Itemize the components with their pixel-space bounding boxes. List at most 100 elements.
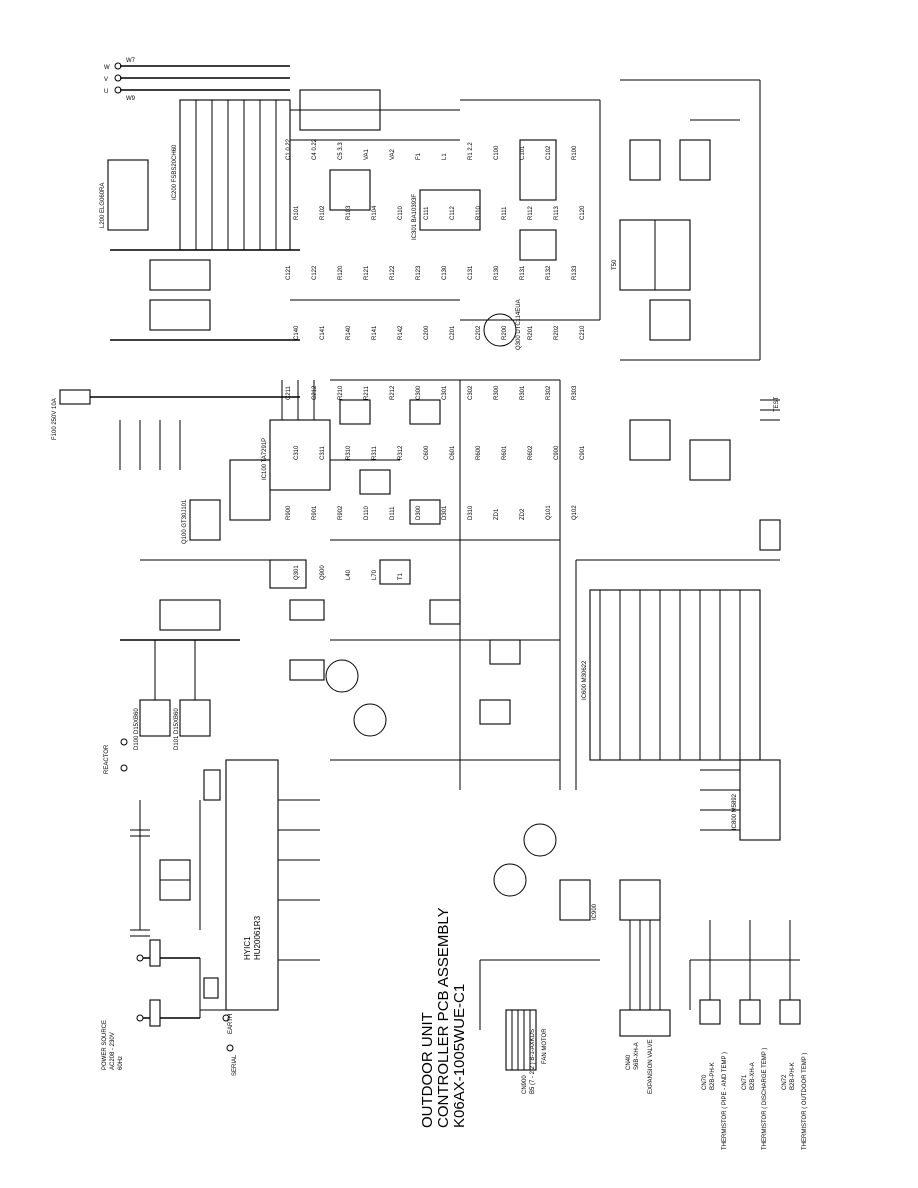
hyic-block: HYIC1 HU20061R3 — [200, 759, 320, 1011]
part-ref-label: C211 — [286, 385, 292, 400]
part-ref-label: R120 — [338, 265, 344, 280]
terminal-serial — [226, 1044, 234, 1052]
power-freq-label: 60Hz — [118, 1056, 124, 1070]
transistor-q901 — [493, 863, 527, 897]
part-ref-label: VA1 — [364, 148, 370, 160]
part-ref-label: VA2 — [390, 148, 396, 160]
opamp-u3a — [379, 559, 411, 585]
transistor-q103 — [353, 703, 387, 737]
part-ref-label: D300 — [416, 505, 422, 520]
part-ref-label: R1 2.2 — [468, 142, 474, 160]
part-ref-label: Q900 — [320, 565, 326, 580]
part-ref-label: R302 — [546, 385, 552, 400]
transistor-q900 — [523, 823, 557, 857]
cn72-sub: B2B-PH-K — [790, 1062, 796, 1090]
part-ref-label: Q102 — [572, 505, 578, 520]
rectifier-pfc-region: Q100 GT30J101 D100 D15XB60 D101 D15XB60 — [120, 459, 387, 750]
mcu-region: IC600 M30622 TEST — [575, 396, 781, 790]
part-ref-label: C301 — [442, 385, 448, 400]
opamp-u2b — [409, 499, 441, 525]
part-ref-label: C212 — [312, 385, 318, 400]
part-ref-label: R211 — [364, 385, 370, 400]
part-ref-label: C140 — [294, 325, 300, 340]
part-ref-label: R301 — [520, 385, 526, 400]
resistor-array-r400 — [159, 599, 221, 631]
part-ref-label: R212 — [390, 385, 396, 400]
part-ref-label: R300 — [494, 385, 500, 400]
part-ref-label: C102 — [546, 145, 552, 160]
part-ref-label: C110 — [398, 205, 404, 220]
part-ref-label: R312 — [398, 445, 404, 460]
part-ref-label: C900 — [554, 445, 560, 460]
ic800-label: IC800 M5892 — [732, 793, 738, 830]
part-ref-label: C100 — [494, 145, 500, 160]
connector-cn900 — [505, 1009, 537, 1071]
part-ref-label: C111 — [424, 206, 430, 220]
terminal-w7 — [114, 62, 122, 70]
psu-controller-ic50 — [649, 299, 691, 341]
part-ref-label: C901 — [580, 445, 586, 460]
part-ref-label: R113 — [554, 205, 560, 220]
part-ref-label: R110 — [476, 205, 482, 220]
transistor-q101 — [269, 559, 307, 589]
fuse-f100 — [59, 389, 91, 405]
part-ref-label: R900 — [286, 505, 292, 520]
pfc-coil-l100 — [229, 459, 271, 521]
oscillator-x600 — [759, 519, 781, 551]
expansion-valve-label: EXPANSION VALVE — [648, 1039, 654, 1094]
part-ref-label: R201 — [528, 325, 534, 340]
thermistor-discharge-label: THERMISTOR ( DISCHARGE TEMP ) — [762, 1048, 768, 1150]
part-ref-label: C300 — [416, 385, 422, 400]
terminal-w9-label: W9 — [126, 96, 136, 102]
part-ref-label: R601 — [502, 445, 508, 460]
cn900-sub: B5 (7 - 2.2 ) B-1-AXKDS — [530, 1029, 536, 1094]
cap-bank-c200 — [149, 259, 211, 291]
thermistor-region: CN70 B2B-PH-K THERMISTOR ( PIPE - AND TE… — [689, 920, 808, 1150]
part-ref-label: R210 — [338, 385, 344, 400]
phase-u-label: U — [104, 89, 108, 95]
part-ref-label: C1 0.22 — [286, 138, 292, 160]
expansion-valve-region: CN40 S6B-XH-A EXPANSION VALVE — [619, 879, 671, 1094]
part-ref-label: C112 — [450, 205, 456, 220]
part-ref-label: C311 — [320, 445, 326, 460]
opamp-u4a — [489, 639, 521, 665]
thermistor-outdoor-label: THERMISTOR ( OUTDOOR TEMP ) — [802, 1053, 808, 1150]
power-module-ic200 — [179, 99, 291, 251]
part-ref-label: R123 — [416, 265, 422, 280]
power-module-region: IC200 FSBS20CH60 U V W W9 W7 L200 ELG060… — [52, 58, 460, 470]
reactor-label: REACTOR — [104, 744, 110, 774]
part-ref-label: R310 — [346, 445, 352, 460]
part-ref-label: L40 — [346, 569, 352, 580]
transistor-q102 — [325, 659, 359, 693]
relay-rl1 — [203, 769, 221, 801]
part-ref-label: R100 — [572, 145, 578, 160]
terminal-earth — [222, 1014, 230, 1022]
coil-l200 — [107, 159, 149, 231]
igbt-q100 — [189, 499, 221, 541]
cap-bank-c201 — [149, 299, 211, 331]
part-ref-label: C202 — [476, 325, 482, 340]
q100-label: Q100 GT30J101 — [182, 499, 188, 544]
part-ref-label: R202 — [554, 325, 560, 340]
part-ref-label: Q101 — [546, 505, 552, 520]
part-ref-label: R103 — [346, 205, 352, 220]
comparator-region: IC301 BA10393F Q300 DTC114EUA — [412, 99, 601, 350]
cn40-sub: S6B-XH-A — [634, 1042, 640, 1070]
terminal-w11 — [120, 738, 128, 746]
part-ref-label: C201 — [450, 325, 456, 340]
part-ref-label: D111 — [390, 506, 396, 520]
fuse-sa1 — [203, 977, 219, 999]
cn70-label: CN70 — [702, 1074, 708, 1090]
power-spec-label: AC208 - 230V — [110, 1032, 116, 1070]
part-ref-label: C122 — [312, 265, 318, 280]
part-ref-label: C130 — [442, 265, 448, 280]
opamp-u2a — [409, 399, 441, 425]
part-ref-label: R102 — [320, 205, 326, 220]
part-ref-label: R132 — [546, 265, 552, 280]
varistor-va1 — [149, 999, 161, 1027]
terminal-w1 — [136, 1014, 144, 1022]
bridge-d101 — [179, 699, 211, 737]
varistor-va2 — [149, 939, 161, 967]
q300-label: Q300 DTC114EUA — [516, 299, 522, 350]
